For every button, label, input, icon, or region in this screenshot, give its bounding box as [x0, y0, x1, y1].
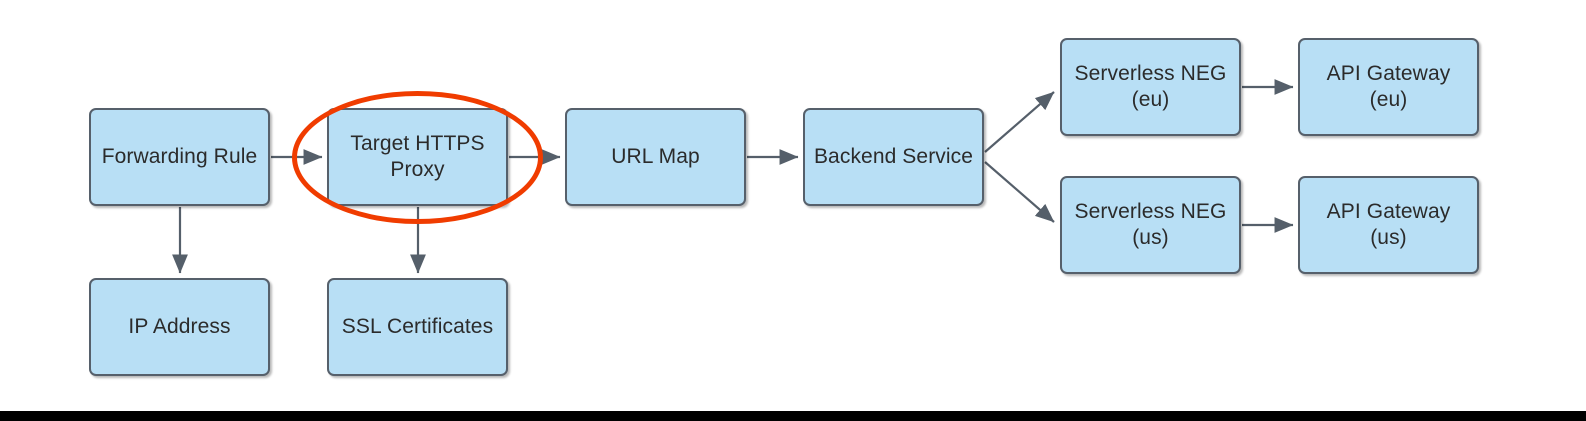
node-api-gateway-eu[interactable]: API Gateway (eu) [1298, 38, 1479, 136]
node-ssl-certificates[interactable]: SSL Certificates [327, 278, 508, 376]
node-ip-address[interactable]: IP Address [89, 278, 270, 376]
node-label-forwarding-rule: Forwarding Rule [101, 144, 258, 168]
edge-backend-service-to-serverless-neg-us [984, 161, 1055, 223]
node-label-ssl-certificates: SSL Certificates [341, 314, 494, 338]
node-label-url-map: URL Map [611, 144, 700, 168]
node-label-backend-service: Backend Service [813, 144, 974, 168]
footer-band [0, 411, 1586, 421]
edge-backend-service-to-serverless-neg-eu [984, 91, 1055, 153]
node-backend-service[interactable]: Backend Service [803, 108, 984, 206]
node-label-target-https-proxy: Target HTTPS Proxy [350, 131, 485, 181]
node-label-serverless-neg-eu: Serverless NEG (eu) [1074, 61, 1227, 111]
node-label-serverless-neg-us: Serverless NEG (us) [1074, 199, 1227, 249]
node-api-gateway-us[interactable]: API Gateway (us) [1298, 176, 1479, 274]
node-url-map[interactable]: URL Map [565, 108, 746, 206]
node-label-api-gateway-us: API Gateway (us) [1326, 199, 1451, 249]
node-serverless-neg-us[interactable]: Serverless NEG (us) [1060, 176, 1241, 274]
node-target-https-proxy[interactable]: Target HTTPS Proxy [327, 108, 508, 206]
node-label-ip-address: IP Address [128, 314, 231, 338]
node-label-api-gateway-eu: API Gateway (eu) [1326, 61, 1451, 111]
node-serverless-neg-eu[interactable]: Serverless NEG (eu) [1060, 38, 1241, 136]
node-forwarding-rule[interactable]: Forwarding Rule [89, 108, 270, 206]
